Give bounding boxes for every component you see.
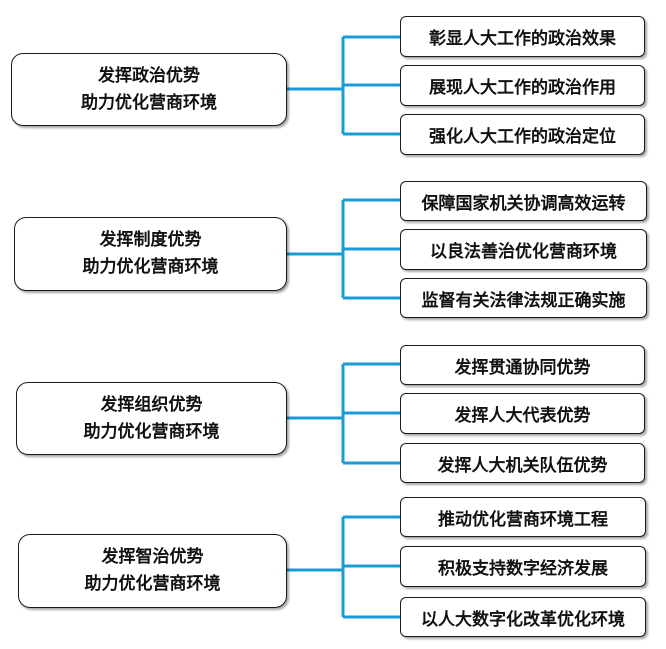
main-box-title-line2: 助力优化营商环境 (82, 257, 219, 277)
main-box-organizational-advantage: 发挥组织优势 助力优化营商环境 (16, 382, 287, 455)
item-box: 以良法善治优化营商环境 (400, 229, 647, 270)
main-box-title-line2: 助力优化营商环境 (81, 92, 217, 113)
item-box: 推动优化营商环境工程 (400, 497, 646, 537)
item-box: 以人大数字化改革优化环境 (400, 597, 646, 637)
item-box: 积极支持数字经济发展 (400, 546, 646, 587)
main-box-title-line2: 助力优化营商环境 (83, 421, 220, 442)
item-box: 强化人大工作的政治定位 (400, 114, 645, 155)
item-box: 监督有关法律法规正确实施 (400, 278, 647, 318)
item-box: 发挥人大代表优势 (400, 393, 645, 434)
main-box-title-line1: 发挥组织优势 (100, 394, 203, 415)
main-box-title-line1: 发挥制度优势 (99, 230, 202, 250)
item-box: 保障国家机关协调高效运转 (400, 181, 647, 221)
main-box-political-advantage: 发挥政治优势 助力优化营商环境 (11, 53, 287, 126)
main-box-institutional-advantage: 发挥制度优势 助力优化营商环境 (14, 217, 287, 291)
main-box-smart-governance-advantage: 发挥智治优势 助力优化营商环境 (18, 534, 287, 608)
item-box: 展现人大工作的政治作用 (400, 65, 645, 106)
item-box: 发挥人大机关队伍优势 (400, 443, 645, 483)
main-box-title-line1: 发挥智治优势 (101, 547, 204, 567)
main-box-title-line2: 助力优化营商环境 (84, 574, 221, 594)
main-box-title-line1: 发挥政治优势 (98, 65, 200, 86)
item-box: 彰显人大工作的政治效果 (400, 16, 645, 57)
item-box: 发挥贯通协同优势 (400, 345, 645, 385)
